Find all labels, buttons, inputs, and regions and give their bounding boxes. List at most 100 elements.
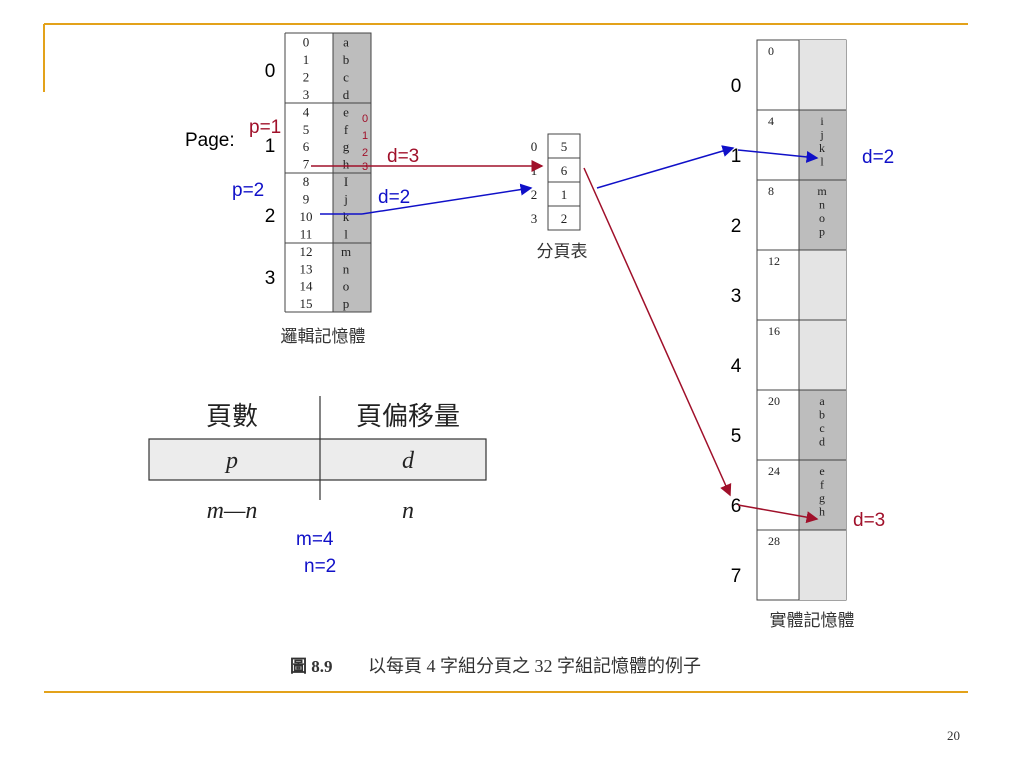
logical-address-3: 3 (303, 87, 310, 102)
physical-frame-6-letter-2: g (819, 491, 825, 505)
page-table-index-0: 0 (531, 139, 538, 154)
page-table-frame-2: 1 (561, 187, 568, 202)
address-format-col2-bits: n (402, 498, 414, 524)
figure-caption: 圖 8.9 以每頁 4 字組分頁之 32 字組記憶體的例子 (290, 656, 701, 676)
logical-address-2: 2 (303, 69, 310, 84)
page-label-3: 3 (265, 268, 276, 289)
d3-annotation-logical: d=3 (387, 146, 419, 167)
arrow-table-to-frame-1 (596, 145, 735, 189)
physical-frame-6-letter-3: h (819, 505, 825, 519)
logical-letter-9: j (343, 192, 348, 207)
d3-annotation-physical: d=3 (853, 510, 885, 531)
page-table-index-3: 3 (531, 211, 538, 226)
logical-address-7: 7 (303, 157, 310, 172)
logical-letter-3: d (343, 87, 350, 102)
physical-frame-1-letter-0: i (820, 114, 824, 128)
arrow-frame-6-to-h (737, 504, 819, 524)
address-format-box (148, 438, 487, 481)
figure-caption-label: 圖 8.9 (290, 657, 333, 676)
logical-letter-15: p (343, 296, 350, 311)
physical-base-address-4: 16 (768, 324, 780, 338)
physical-frame-5-letter-3: d (819, 435, 825, 449)
physical-frame-label-1: 1 (731, 146, 742, 167)
logical-letter-13: n (343, 261, 350, 276)
arrow-frame-1-to-k (737, 149, 819, 163)
physical-frame-label-4: 4 (731, 356, 742, 377)
page-table-frame-0: 5 (561, 139, 568, 154)
slide-decoration: 20 (43, 23, 968, 743)
logical-letter-6: g (343, 139, 350, 154)
logical-letter-10: k (343, 209, 350, 224)
logical-address-5: 5 (303, 122, 310, 137)
logical-letter-8: I (344, 174, 348, 189)
physical-frame-1-fill (799, 110, 846, 180)
logical-letter-2: c (343, 69, 349, 84)
physical-frame-label-6: 6 (731, 496, 742, 517)
offset-digit-2: 2 (362, 147, 368, 159)
logical-address-6: 6 (303, 139, 310, 154)
physical-frame-label-5: 5 (731, 426, 742, 447)
physical-base-address-6: 24 (768, 464, 780, 478)
physical-frame-6-letter-1: f (820, 478, 824, 492)
logical-address-12: 12 (300, 244, 313, 259)
physical-frame-2-letter-2: o (819, 211, 825, 225)
physical-base-address-0: 0 (768, 44, 774, 58)
logical-letter-12: m (341, 244, 351, 259)
physical-frame-2-letter-1: n (819, 198, 825, 212)
d2-annotation-logical: d=2 (378, 187, 410, 208)
physical-base-address-1: 4 (768, 114, 774, 128)
physical-frame-2-fill (799, 180, 846, 250)
logical-address-15: 15 (300, 296, 313, 311)
arrow-logical-10-to-table-2-diag (361, 183, 533, 215)
physical-frame-label-2: 2 (731, 216, 742, 237)
logical-address-10: 10 (300, 209, 313, 224)
physical-frame-1-letter-2: k (819, 141, 825, 155)
physical-base-address-2: 8 (768, 184, 774, 198)
page-table-frame-3: 2 (561, 211, 568, 226)
page-label-2: 2 (265, 206, 276, 227)
logical-address-14: 14 (300, 279, 314, 294)
address-format-col1-header: 頁數 (206, 402, 258, 431)
address-format-col2-header: 頁偏移量 (356, 402, 460, 431)
logical-address-9: 9 (303, 192, 310, 207)
physical-frame-label-3: 3 (731, 286, 742, 307)
page-table-frame-1: 6 (561, 163, 568, 178)
offset-digit-0: 0 (362, 113, 368, 125)
physical-frame-5-letter-0: a (819, 394, 825, 408)
page-table-caption: 分頁表 (537, 242, 588, 261)
m-value-annotation: m=4 (296, 529, 334, 550)
physical-base-address-3: 12 (768, 254, 780, 268)
logical-address-8: 8 (303, 174, 310, 189)
logical-letter-5: f (344, 122, 349, 137)
page-table-index-2: 2 (531, 187, 538, 202)
logical-address-1: 1 (303, 52, 310, 67)
logical-memory-caption: 邏輯記憶體 (281, 327, 366, 346)
offset-digits: 0 1 2 3 (362, 113, 368, 173)
physical-base-address-7: 28 (768, 534, 780, 548)
page-label-1: 1 (265, 136, 276, 157)
physical-frame-5-letter-2: c (819, 421, 824, 435)
address-format-col1-bits: m—n (207, 498, 258, 524)
logical-address-4: 4 (303, 104, 310, 119)
physical-frame-5-letter-1: b (819, 408, 825, 422)
offset-digit-3: 3 (362, 161, 368, 173)
d2-annotation-physical: d=2 (862, 147, 894, 168)
physical-memory-caption: 實體記憶體 (770, 611, 855, 630)
offset-digit-1: 1 (362, 130, 368, 142)
logical-letter-4: e (343, 104, 349, 119)
logical-letter-14: o (343, 279, 350, 294)
physical-frame-5-fill (799, 390, 846, 460)
p2-annotation: p=2 (232, 180, 264, 201)
physical-frame-2-letter-3: p (819, 225, 825, 239)
logical-page-labels: 0 1 2 3 Page: p=1 p=2 (185, 61, 281, 289)
page-number: 20 (947, 728, 960, 743)
physical-frame-2-letter-0: m (817, 184, 827, 198)
address-format: 頁數 頁偏移量 p d m—n n m=4 n=2 (148, 396, 487, 577)
address-format-p-symbol: p (224, 448, 238, 474)
logical-letter-1: b (343, 52, 350, 67)
